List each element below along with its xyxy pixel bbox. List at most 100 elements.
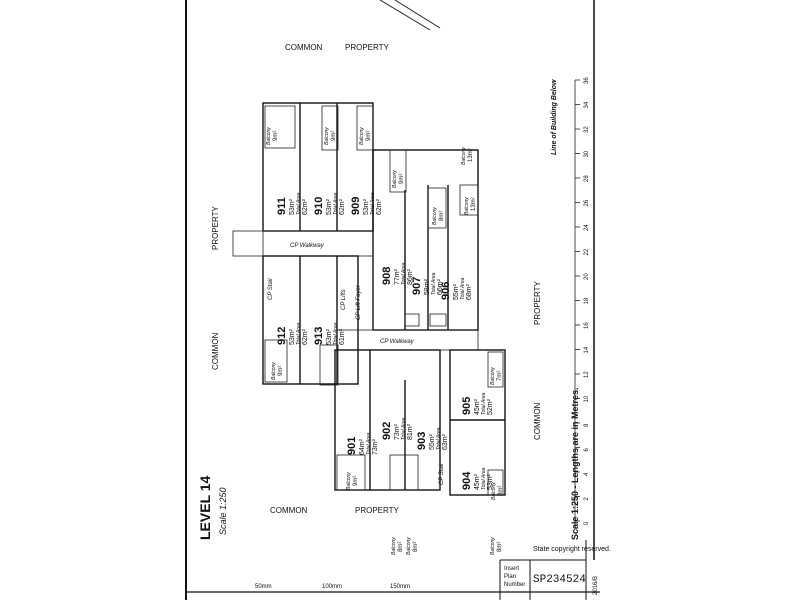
unit-area: 53m² (326, 198, 333, 215)
cp-lifts: CP Lifts (341, 289, 347, 310)
extra-balcony-label: Balcony (461, 147, 467, 165)
ruler-50mm: 50mm (255, 584, 272, 590)
unit-balcony-label: Balcony (271, 362, 277, 380)
unit-balcony-label: Balcony (490, 367, 496, 385)
unit-total-label: Total Area (401, 262, 407, 285)
ruler-tick-label: 36 (584, 77, 590, 84)
unit-total: 81m² (407, 423, 414, 440)
plan-box-label-1: Insert (504, 566, 519, 572)
ruler-tick-label: 8 (584, 423, 590, 427)
ruler-tick-label: 22 (584, 248, 590, 255)
unit-number: 912 (276, 327, 288, 345)
unit-balcony-label: Balcony (491, 482, 497, 500)
unit-total-label: Total Area (436, 427, 442, 450)
label-left-common: COMMON (211, 332, 220, 370)
unit-total: 62m² (302, 328, 309, 345)
unit-total: 86m² (407, 268, 414, 285)
unit-balcony-label: Balcony (464, 197, 470, 215)
ruler-tick-label: 12 (584, 371, 590, 378)
ruler-100mm: 100mm (322, 584, 342, 590)
level-scale: Scale 1:250 (218, 487, 228, 535)
label-left-property: PROPERTY (211, 205, 220, 250)
line-of-building-below: Line of Building Below (551, 79, 558, 155)
unit-number: 908 (381, 267, 393, 285)
unit-total-label: Total Area (481, 392, 487, 415)
unit-total-label: Total Area (366, 432, 372, 455)
label-bottom-common: COMMON (270, 506, 308, 515)
unit-total: 63m² (442, 433, 449, 450)
unit-area: 55m² (453, 283, 460, 300)
unit-total: 73m² (372, 438, 379, 455)
level-title: LEVEL 14 (197, 475, 213, 540)
ruler-tick-label: 20 (584, 273, 590, 280)
ruler-tick-label: 18 (584, 297, 590, 304)
unit-number: 905 (461, 397, 473, 415)
label-bottom-property: PROPERTY (355, 506, 400, 515)
unit-area: 53m² (363, 198, 370, 215)
ruler-tick-label: 6 (584, 448, 590, 452)
extra-balcony-label: Balcony (391, 537, 397, 555)
ruler-150mm: 150mm (390, 584, 410, 590)
unit-area: 73m² (394, 423, 401, 440)
unit-total-label: Total Area (333, 322, 339, 345)
unit-balcony-area: 9m² (399, 174, 405, 184)
cp-stair-upper: CP Stair (268, 277, 274, 300)
unit-total: 62m² (302, 198, 309, 215)
unit-total-label: Total Area (333, 192, 339, 215)
unit-number: 904 (461, 471, 473, 490)
unit-balcony-area: 8m² (439, 211, 445, 221)
ruler-tick-label: 4 (584, 472, 590, 476)
unit-area: 58m² (424, 278, 431, 295)
unit-balcony-area: 13m² (471, 197, 477, 211)
unit-total-label: Total Area (370, 192, 376, 215)
unit-total: 66m² (437, 278, 444, 295)
label-top-property: PROPERTY (345, 43, 390, 52)
ruler-tick-label: 26 (584, 199, 590, 206)
scale-note: Scale 1:250 - Lengths are in Metres. (570, 387, 580, 540)
plan-number-box: Insert Plan Number SP234524 (504, 566, 586, 588)
unit-total-label: Total Area (431, 272, 437, 295)
unit-balcony-area: 7m² (497, 371, 503, 381)
walkway-middle: CP Walkway (380, 339, 415, 345)
unit-balcony-label: Balcony (346, 472, 352, 490)
copyright-note: State copyright reserved. (533, 546, 611, 553)
unit-balcony-label: Balcony (359, 127, 365, 145)
unit-total: 62m² (339, 198, 346, 215)
plan-number: SP234524 (533, 574, 586, 586)
extra-balcony-area: 8m² (497, 542, 503, 552)
ruler-tick-label: 24 (584, 224, 590, 231)
unit-area: 45m² (474, 398, 481, 415)
extra-balcony-area: 8m² (398, 542, 404, 552)
unit-total: 53m² (487, 473, 494, 490)
unit-area: 53m² (289, 328, 296, 345)
unit-balcony-label: Balcony (432, 207, 438, 225)
ruler-tick-label: 10 (584, 395, 590, 402)
ruler-tick-label: 16 (584, 322, 590, 329)
label-top-common: COMMON (285, 43, 323, 52)
extra-balcony-area: 13m² (468, 148, 474, 162)
ruler-tick-label: 30 (584, 150, 590, 157)
ruler-tick-label: 0 (584, 521, 590, 525)
unit-total-label: Total Area (296, 192, 302, 215)
unit-total-label: Total Area (401, 417, 407, 440)
unit-balcony-area: 8m² (498, 486, 504, 496)
unit-number: 902 (381, 422, 393, 440)
unit-balcony-area: 9m² (278, 366, 284, 376)
unit-number: 903 (416, 432, 428, 450)
scan-frame (185, 0, 600, 600)
unit-total-label: Total Area (296, 322, 302, 345)
label-right-property: PROPERTY (533, 280, 542, 325)
unit-area: 53m² (326, 328, 333, 345)
extra-balcony-label: Balcony (490, 537, 496, 555)
extra-balcony-area: 8m² (413, 542, 419, 552)
unit-total-label: Total Area (460, 277, 466, 300)
ruler-tick-label: 28 (584, 175, 590, 182)
cp-lift-foyer: CP Lift Foyer (356, 284, 362, 320)
unit-number: 909 (350, 197, 362, 215)
extra-balcony-label: Balcony (406, 537, 412, 555)
plan-box-label-3: Number (504, 582, 525, 588)
unit-area: 45m² (474, 473, 481, 490)
